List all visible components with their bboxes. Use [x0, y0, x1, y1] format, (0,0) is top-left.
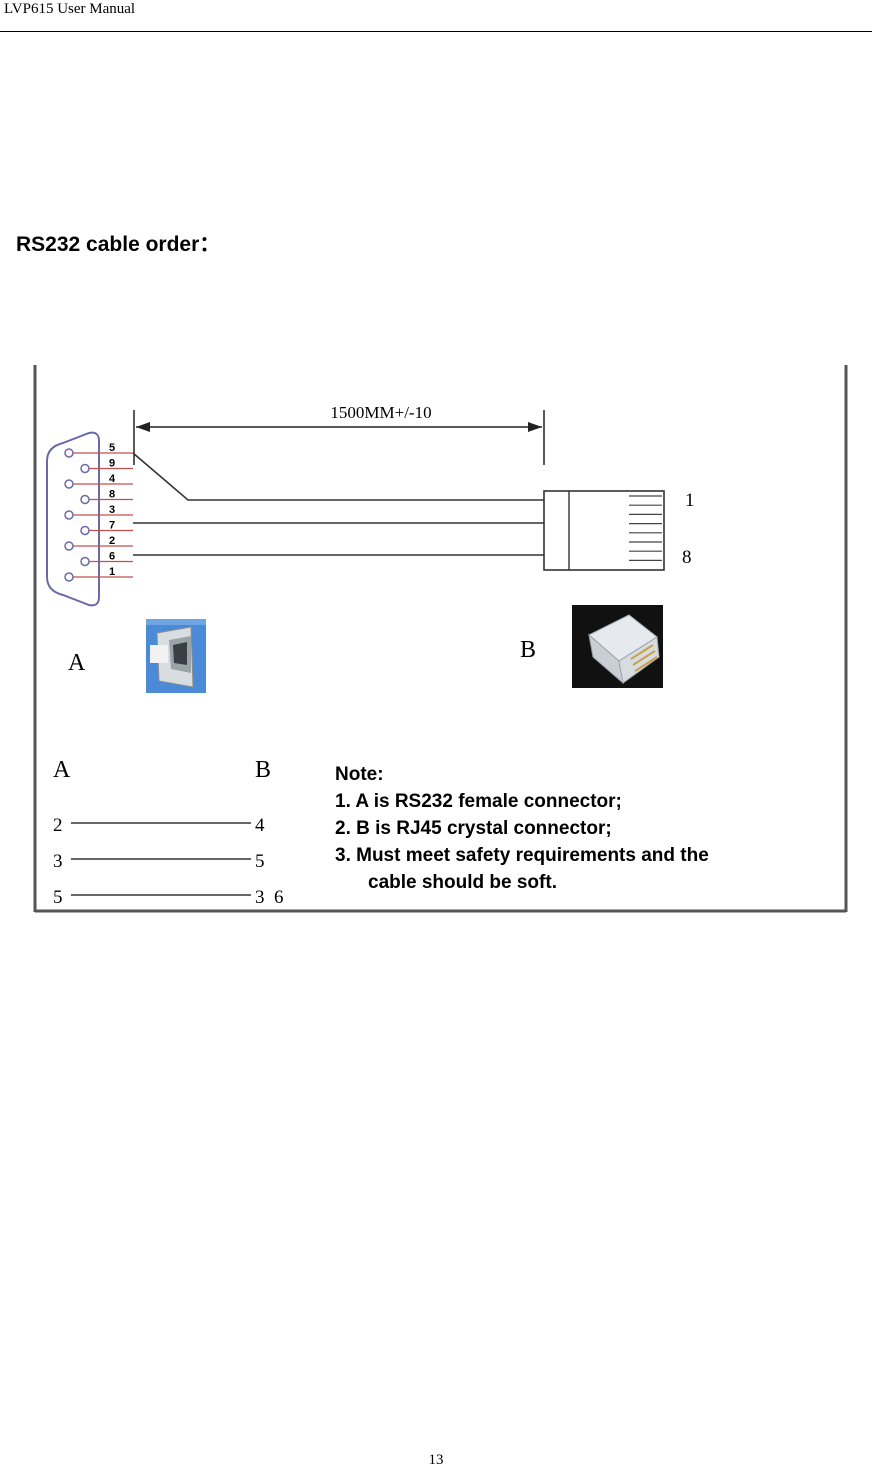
db9-pin-hole	[64, 479, 74, 489]
db9-pin-hole	[64, 572, 74, 582]
connector-a-label: A	[68, 650, 86, 676]
mapping-header-b: B	[255, 757, 271, 783]
dimension-arrow-left	[136, 422, 150, 432]
mapping-row-2-b: 5	[255, 851, 265, 872]
notes-title: Note:	[335, 764, 384, 785]
mapping-row-3-a: 5	[53, 887, 63, 908]
db9-pin-hole	[80, 556, 90, 567]
header-rule	[0, 31, 872, 32]
note-line-3: 3. Must meet safety requirements and the	[335, 845, 709, 866]
db9-pin-ticks	[73, 452, 133, 578]
db9-pin-label: 4	[109, 473, 116, 485]
mapping-row-2-a: 3	[53, 851, 63, 872]
rj45-pin-last-label: 8	[682, 547, 692, 568]
length-label: 1500MM+/-10	[330, 403, 431, 422]
note-line-2: 2. B is RJ45 crystal connector;	[335, 818, 612, 839]
rs232-cable-diagram: 1500MM+/-10 5 9 4 8 3 7 2 6 1 1 8 A	[33, 365, 849, 915]
db9-pin-label: 8	[109, 489, 115, 501]
mapping-row-1-a: 2	[53, 815, 63, 836]
rj45-contacts	[629, 495, 662, 561]
header-title: LVP615 User Manual	[4, 1, 136, 17]
db9-pin-label: 9	[109, 458, 115, 470]
mapping-row-1-b: 4	[255, 815, 265, 836]
connector-b-label: B	[520, 637, 536, 663]
db9-pin-label: 3	[109, 504, 115, 516]
db9-pin-hole	[64, 510, 74, 520]
db9-pin-hole	[80, 494, 90, 505]
db9-pin-hole	[64, 541, 74, 551]
dimension-arrow-right	[528, 422, 542, 432]
db9-pin-hole	[64, 448, 74, 458]
db9-pin-label: 5	[109, 442, 115, 454]
rj45-plug-body	[543, 490, 665, 571]
diagram-svg: 1500MM+/-10 5 9 4 8 3 7 2 6 1 1 8 A	[33, 365, 848, 913]
note-line-4: cable should be soft.	[368, 872, 557, 893]
db9-pin-label: 6	[109, 551, 115, 563]
rs232-female-connector-photo	[146, 619, 206, 693]
section-heading: RS232 cable order：	[16, 233, 221, 256]
db9-pin-label: 1	[109, 566, 115, 578]
page-number: 13	[428, 1452, 444, 1468]
db9-pin-label: 7	[109, 520, 115, 532]
mapping-row-3-b: 3 6	[255, 887, 284, 908]
note-line-1: 1. A is RS232 female connector;	[335, 791, 622, 812]
wire-pin5	[132, 452, 544, 501]
mapping-header-a: A	[53, 757, 71, 783]
rj45-crystal-connector-photo	[572, 605, 663, 688]
db9-pin-hole	[80, 463, 90, 474]
db9-connector-outline	[46, 431, 100, 607]
db9-pin-label: 2	[109, 535, 115, 547]
db9-pin-labels: 5 9 4 8 3 7 2 6 1	[109, 442, 116, 578]
rj45-pin-first-label: 1	[685, 490, 695, 511]
db9-pin-hole	[80, 525, 90, 536]
